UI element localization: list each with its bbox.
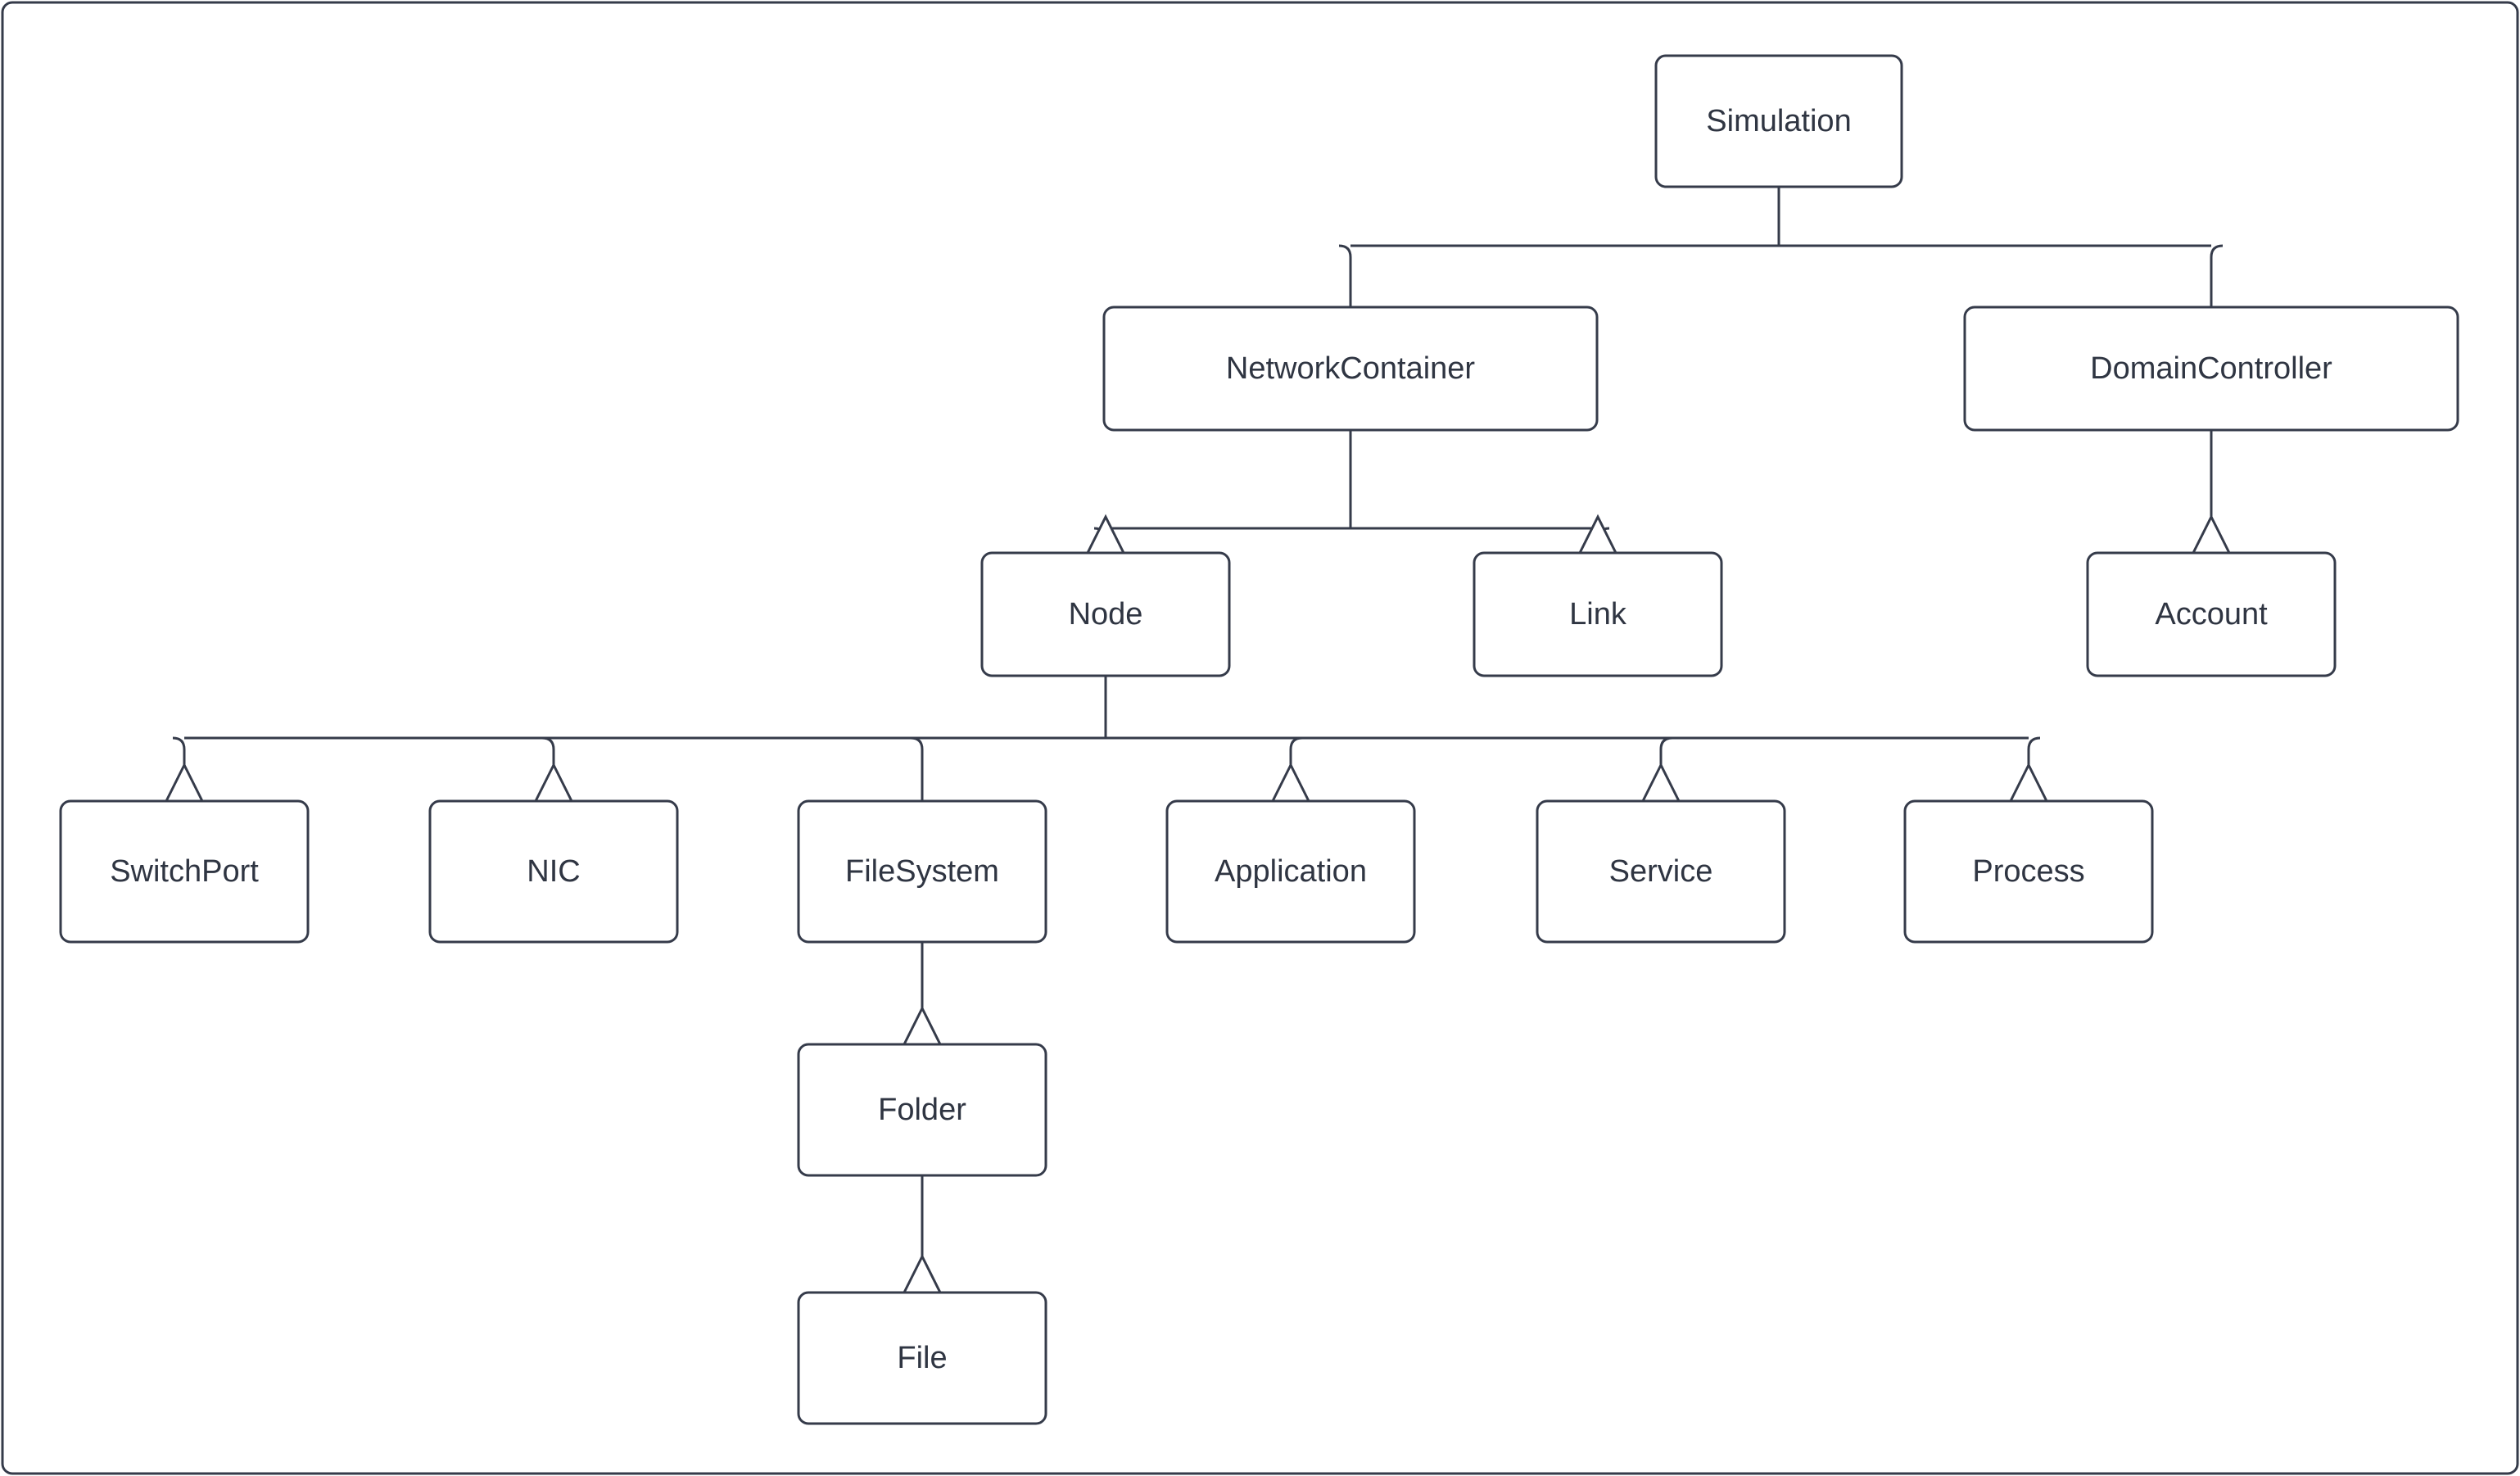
class-node-network-container[interactable]: NetworkContainer	[1102, 306, 1599, 432]
node-bus-drop-0	[172, 736, 186, 801]
class-node-filesystem[interactable]: FileSystem	[797, 799, 1047, 944]
class-node-box-link[interactable]	[1473, 551, 1723, 677]
class-node-process[interactable]: Process	[1903, 799, 2154, 944]
node-bus-drop-4	[1659, 736, 1673, 801]
class-node-node[interactable]: Node	[980, 551, 1231, 677]
class-node-box-nic[interactable]	[428, 799, 679, 944]
class-node-service[interactable]: Service	[1536, 799, 1786, 944]
class-node-box-domain-controller[interactable]	[1963, 306, 2459, 432]
class-node-simulation[interactable]: Simulation	[1654, 54, 1903, 188]
node-bus-drop-3	[1289, 736, 1303, 801]
simulation-bus-drop-1	[2210, 244, 2224, 307]
class-node-nic[interactable]: NIC	[428, 799, 679, 944]
class-node-box-account[interactable]	[2086, 551, 2337, 677]
class-node-box-simulation[interactable]	[1654, 54, 1903, 188]
class-node-folder[interactable]: Folder	[797, 1043, 1047, 1177]
class-node-box-application[interactable]	[1165, 799, 1416, 944]
class-node-box-filesystem[interactable]	[797, 799, 1047, 944]
arrowhead-layer	[164, 514, 2232, 1294]
class-node-domain-controller[interactable]: DomainController	[1963, 306, 2459, 432]
class-node-file[interactable]: File	[797, 1291, 1047, 1425]
class-node-box-switchport[interactable]	[59, 799, 310, 944]
class-node-switchport[interactable]: SwitchPort	[59, 799, 310, 944]
class-node-link[interactable]: Link	[1473, 551, 1723, 677]
class-node-box-node[interactable]	[980, 551, 1231, 677]
class-node-box-folder[interactable]	[797, 1043, 1047, 1177]
node-bus-drop-2	[910, 736, 924, 801]
class-node-box-service[interactable]	[1536, 799, 1786, 944]
class-node-box-file[interactable]	[797, 1291, 1047, 1425]
node-bus-drop-1	[541, 736, 555, 801]
class-node-application[interactable]: Application	[1165, 799, 1416, 944]
class-node-account[interactable]: Account	[2086, 551, 2337, 677]
class-node-box-network-container[interactable]	[1102, 306, 1599, 432]
class-node-box-process[interactable]	[1903, 799, 2154, 944]
node-bus-drop-5	[2027, 736, 2041, 801]
simulation-bus-drop-0	[1338, 244, 1352, 307]
